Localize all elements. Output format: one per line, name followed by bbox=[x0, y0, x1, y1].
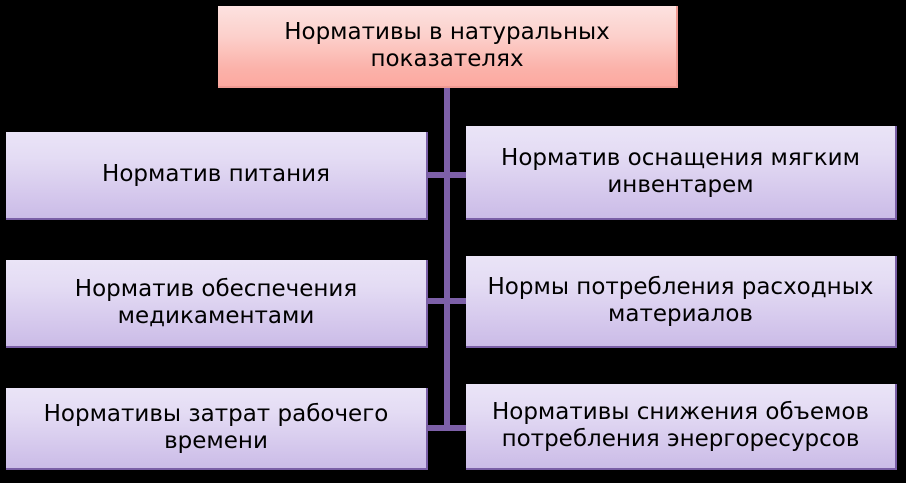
node-branch-right-3[interactable]: Нормативы снижения объемов потребления э… bbox=[466, 384, 897, 470]
node-branch-left-1-label: Норматив питания bbox=[102, 161, 330, 188]
node-branch-left-2[interactable]: Норматив обеспечения медикаментами bbox=[6, 260, 428, 348]
node-branch-left-3-label: Нормативы затрат рабочего времени bbox=[43, 400, 389, 454]
node-branch-left-1[interactable]: Норматив питания bbox=[6, 132, 428, 220]
node-root-label: Нормативы в натуральных показателях bbox=[284, 18, 610, 72]
connector-horizontal-row-1 bbox=[428, 172, 466, 178]
connector-vertical-trunk bbox=[444, 88, 450, 431]
node-branch-right-2[interactable]: Нормы потребления расходных материалов bbox=[466, 256, 897, 348]
node-branch-right-1[interactable]: Норматив оснащения мягким инвентарем bbox=[466, 126, 897, 220]
node-branch-left-3[interactable]: Нормативы затрат рабочего времени bbox=[6, 388, 428, 470]
node-branch-right-1-label: Норматив оснащения мягким инвентарем bbox=[501, 144, 860, 198]
connector-horizontal-row-3 bbox=[428, 425, 466, 431]
node-branch-right-3-label: Нормативы снижения объемов потребления э… bbox=[491, 398, 870, 452]
node-root[interactable]: Нормативы в натуральных показателях bbox=[218, 6, 678, 88]
node-branch-right-2-label: Нормы потребления расходных материалов bbox=[487, 273, 874, 327]
node-branch-left-2-label: Норматив обеспечения медикаментами bbox=[74, 275, 358, 329]
connector-horizontal-row-2 bbox=[428, 298, 466, 304]
